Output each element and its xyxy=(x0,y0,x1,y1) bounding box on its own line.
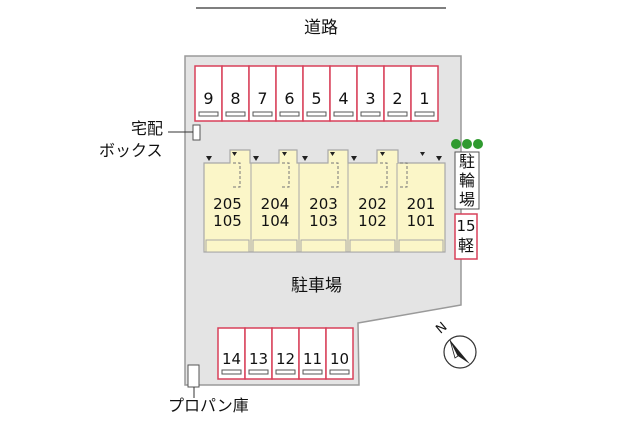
delivery-box-label-line1: 宅配 xyxy=(131,119,164,138)
unit-upper-number: 205 xyxy=(213,195,242,213)
wheel-stop xyxy=(387,111,408,117)
delivery-box-label-line2: ボックス xyxy=(99,141,163,160)
parking-number: 10 xyxy=(329,350,350,368)
wheel-stop xyxy=(221,369,242,375)
wheel-stop xyxy=(306,111,327,117)
wheel-stop xyxy=(275,369,296,375)
unit-upper-number: 203 xyxy=(309,195,338,213)
propane-label: プロパン庫 xyxy=(168,396,249,415)
parking-number: 2 xyxy=(392,89,403,108)
unit-upper-number: 204 xyxy=(260,195,290,213)
wheel-stop xyxy=(414,111,435,117)
wheel-stop xyxy=(279,111,300,117)
delivery-box xyxy=(192,124,201,141)
wheel-stop xyxy=(225,111,246,117)
bottom-parking-row xyxy=(217,327,354,380)
parking-number: 12 xyxy=(275,350,296,368)
apartment-building xyxy=(203,149,446,253)
bike-parking-char: 輪 xyxy=(458,171,475,190)
wheel-stop xyxy=(329,369,350,375)
wheel-stop xyxy=(198,111,219,117)
tree xyxy=(451,139,461,149)
north-arrow-icon xyxy=(443,335,477,369)
unit-lower-number: 103 xyxy=(309,212,338,230)
entrance-marker xyxy=(232,152,237,156)
unit-lower-number: 104 xyxy=(260,212,290,230)
entrance-marker xyxy=(380,152,385,156)
wheel-stop xyxy=(360,111,381,117)
balcony xyxy=(300,239,347,253)
light-car-space xyxy=(454,213,478,260)
parking-number: 3 xyxy=(365,89,376,108)
balcony xyxy=(398,239,444,253)
unit-upper-number: 201 xyxy=(406,195,436,213)
tree xyxy=(462,139,472,149)
unit-label: 203 103 xyxy=(299,196,348,230)
bike-parking-char: 駐 xyxy=(458,152,475,171)
light-car-label: 15 軽 xyxy=(455,216,477,256)
entrance-marker xyxy=(282,152,287,156)
bike-parking-label: 駐 輪 場 xyxy=(456,152,478,209)
parking-lot-label: 駐車場 xyxy=(291,276,342,296)
parking-number: 14 xyxy=(221,350,242,368)
unit-label: 202 102 xyxy=(348,196,397,230)
wheel-stop xyxy=(333,111,354,117)
entrance-marker xyxy=(436,156,442,161)
unit-upper-number: 202 xyxy=(358,195,387,213)
parking-number: 7 xyxy=(257,89,268,108)
entrance-marker xyxy=(253,156,259,161)
entrance-marker xyxy=(420,152,425,156)
top-parking-row xyxy=(194,65,439,122)
propane-storage xyxy=(187,364,200,388)
parking-number: 11 xyxy=(302,350,323,368)
parking-number: 13 xyxy=(248,350,269,368)
bike-parking-area xyxy=(454,151,480,210)
parking-number: 4 xyxy=(338,89,349,108)
unit-label: 201 101 xyxy=(397,196,445,230)
balcony xyxy=(349,239,396,253)
tree xyxy=(473,139,483,149)
parking-number: 9 xyxy=(203,89,214,108)
entrance-marker xyxy=(302,156,308,161)
road-label: 道路 xyxy=(304,18,338,38)
bike-parking-char: 場 xyxy=(458,190,475,209)
parking-number: 8 xyxy=(230,89,241,108)
unit-lower-number: 102 xyxy=(358,212,387,230)
entrance-marker xyxy=(330,152,335,156)
unit-lower-number: 101 xyxy=(406,212,436,230)
building-outline xyxy=(203,149,446,253)
entrance-marker xyxy=(351,156,357,161)
parking-number: 6 xyxy=(284,89,295,108)
unit-label: 204 104 xyxy=(251,196,299,230)
wheel-stop xyxy=(302,369,323,375)
entrance-marker xyxy=(206,156,212,161)
parking-number: 5 xyxy=(311,89,322,108)
balcony xyxy=(205,239,250,253)
unit-lower-number: 105 xyxy=(213,212,242,230)
light-car-kanji: 軽 xyxy=(457,236,474,255)
balcony xyxy=(252,239,298,253)
wheel-stop xyxy=(248,369,269,375)
parking-number: 1 xyxy=(419,89,430,108)
wheel-stop xyxy=(252,111,273,117)
light-car-number: 15 xyxy=(456,217,476,235)
unit-label: 205 105 xyxy=(204,196,251,230)
